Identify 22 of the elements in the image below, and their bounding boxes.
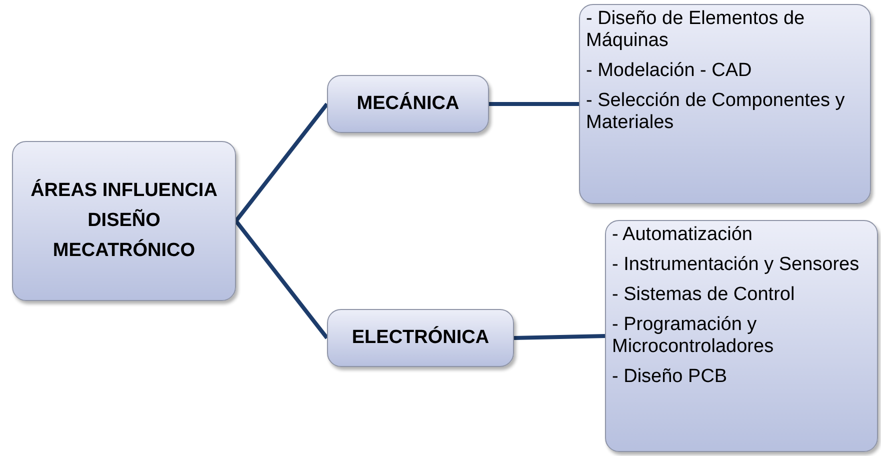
list-item: - Automatización	[612, 224, 754, 246]
list-item: - Diseño de Elementos de Máquinas	[586, 8, 806, 52]
box-title: MECÁNICA	[356, 93, 460, 115]
topic-box	[327, 309, 514, 367]
box-title: DISEÑO	[86, 210, 162, 232]
list-item: - Instrumentación y Sensores	[612, 254, 860, 276]
box-title: MECATRÓNICO	[52, 240, 196, 262]
list-item: - Sistemas de Control	[612, 284, 796, 306]
topic-box	[327, 75, 489, 133]
connector-line	[514, 334, 606, 340]
list-item: - Selección de Componentes y Materiales	[586, 90, 846, 134]
topic-box	[12, 141, 236, 301]
list-item: - Programación y Microcontroladores	[612, 314, 775, 358]
connector-line	[234, 220, 329, 340]
connector-line	[234, 102, 329, 222]
list-item: - Modelación - CAD	[586, 60, 753, 82]
connector-line	[489, 102, 579, 106]
topic-list-box	[605, 220, 878, 452]
topic-list-box	[579, 4, 871, 204]
box-title: ÁREAS INFLUENCIA	[30, 180, 218, 202]
list-item: - Diseño PCB	[612, 366, 728, 388]
box-title: ELECTRÓNICA	[350, 327, 490, 349]
